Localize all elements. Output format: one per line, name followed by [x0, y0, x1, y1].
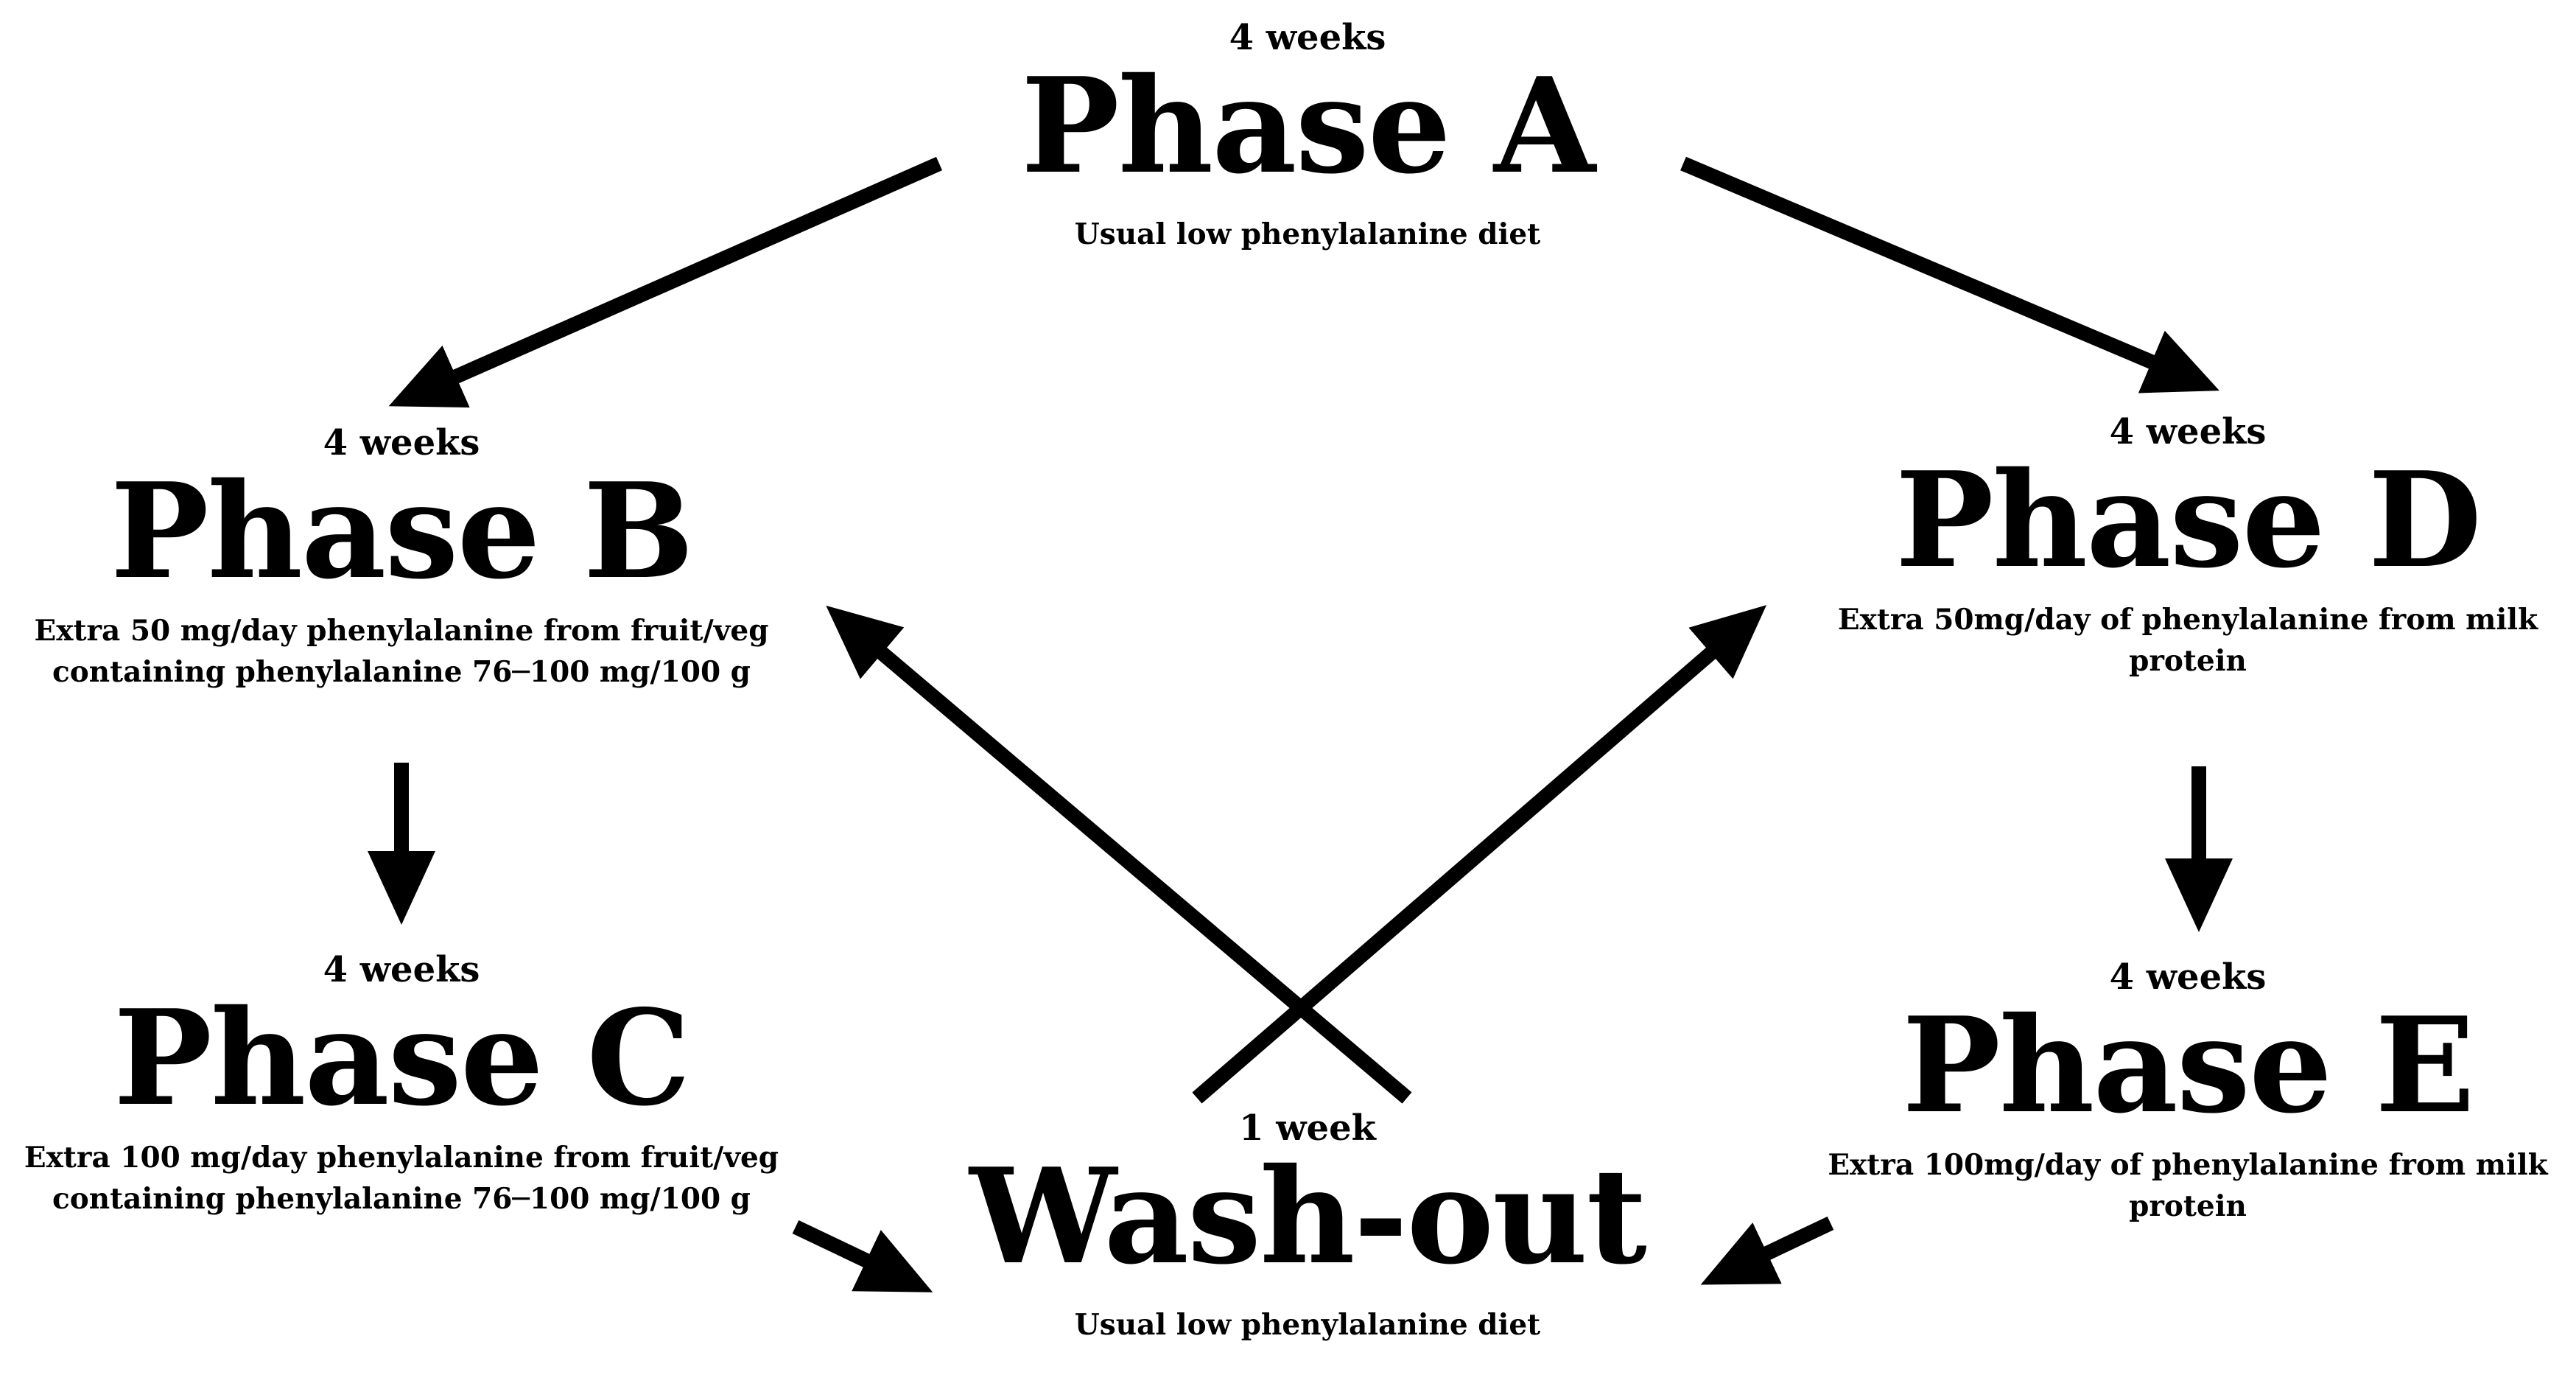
phase-a-block: 4 weeks Phase A Usual low phenylalanine …	[958, 18, 1657, 255]
arrow-a-to-d	[1680, 156, 2219, 393]
phase-b-description-line1: Extra 50 mg/day phenylalanine from fruit…	[34, 613, 769, 648]
phase-b-block: 4 weeks Phase B Extra 50 mg/day phenylal…	[0, 424, 803, 693]
phase-d-description: Extra 50mg/day of phenylalanine from mil…	[1797, 599, 2576, 682]
phase-d-title: Phase D	[1895, 442, 2482, 597]
phase-b-description: Extra 50 mg/day phenylalanine from fruit…	[0, 610, 803, 693]
phase-a-title: Phase A	[1020, 48, 1596, 203]
phase-b-title: Phase B	[110, 453, 694, 608]
washout-description: Usual low phenylalanine diet	[1074, 1307, 1541, 1342]
phase-c-title: Phase C	[113, 980, 691, 1135]
phase-b-description-line2: containing phenylalanine 76─100 mg/100 g	[52, 655, 751, 690]
phase-e-description: Extra 100mg/day of phenylalanine from mi…	[1797, 1144, 2576, 1228]
phase-d-description-line1: Extra 50mg/day of phenylalanine from mil…	[1837, 602, 2538, 637]
phase-e-duration: 4 weeks	[2109, 956, 2267, 998]
washout-duration: 1 week	[1239, 1108, 1376, 1149]
arrow-washout-to-d	[1192, 605, 1767, 1104]
phase-c-description: Extra 100 mg/day phenylalanine from frui…	[0, 1137, 803, 1220]
phase-c-description-line2: containing phenylalanine 76─100 mg/100 g	[52, 1182, 751, 1217]
arrow-washout-to-b	[826, 605, 1412, 1104]
washout-title: Wash-out	[969, 1138, 1647, 1293]
phase-e-description-line1: Extra 100mg/day of phenylalanine from mi…	[1828, 1147, 2548, 1182]
phase-b-duration: 4 weeks	[323, 422, 480, 463]
phase-a-description: Usual low phenylalanine diet	[1074, 217, 1541, 251]
phase-d-duration: 4 weeks	[2109, 411, 2267, 452]
phase-d-block: 4 weeks Phase D Extra 50mg/day of phenyl…	[1797, 413, 2576, 682]
phase-a-duration: 4 weeks	[1229, 17, 1386, 58]
phase-e-title: Phase E	[1902, 987, 2475, 1142]
phase-c-description-line1: Extra 100 mg/day phenylalanine from frui…	[24, 1140, 779, 1175]
phase-d-description-line2: protein	[2129, 644, 2247, 679]
phase-c-block: 4 weeks Phase C Extra 100 mg/day phenyla…	[0, 951, 803, 1220]
arrow-c-to-washout	[792, 1220, 933, 1292]
arrow-a-to-b	[388, 156, 943, 408]
washout-block: 1 week Wash-out Usual low phenylalanine …	[921, 1109, 1694, 1346]
arrow-e-to-washout	[1700, 1216, 1834, 1285]
phase-e-description-line2: protein	[2129, 1189, 2247, 1224]
phase-c-duration: 4 weeks	[323, 949, 480, 990]
phase-e-block: 4 weeks Phase E Extra 100mg/day of pheny…	[1797, 958, 2576, 1228]
